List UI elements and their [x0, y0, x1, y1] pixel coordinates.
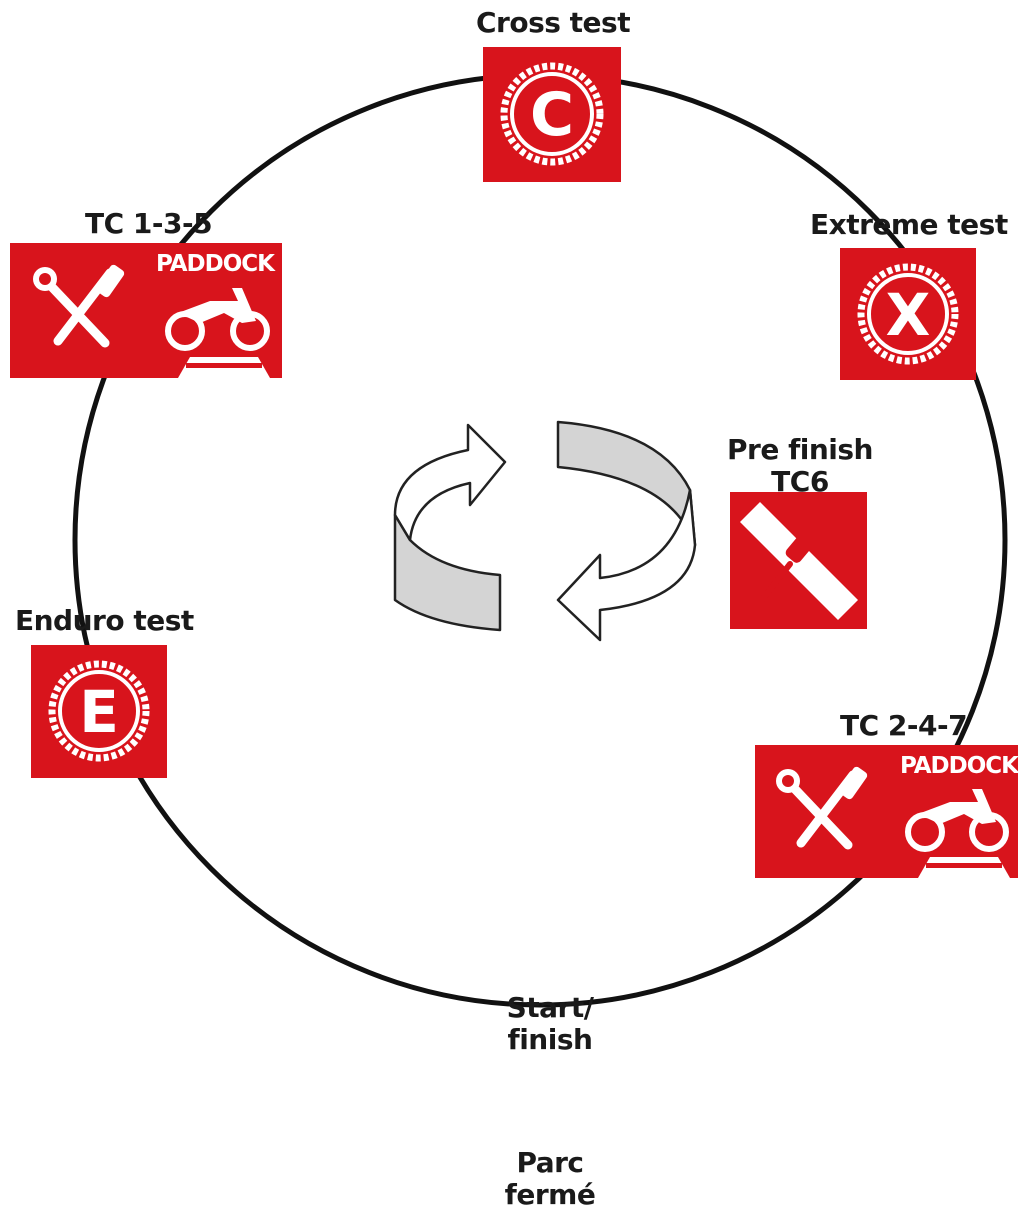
start-finish-label: Start/ finish: [470, 992, 630, 1056]
tc-247-paddock-sign-icon: PADDOCK: [755, 745, 1018, 878]
extreme-test-label: Extreme test: [810, 208, 1008, 241]
extreme-test-sign-icon: X: [840, 248, 976, 380]
screwdriver-icon: [759, 523, 823, 603]
parc-ferme-label-line2: fermé: [504, 1178, 596, 1211]
parc-ferme-label-line1: Parc: [516, 1146, 584, 1179]
enduro-test-label: Enduro test: [15, 604, 194, 637]
cycle-arrows-icon: [393, 420, 697, 642]
tc-135-paddock-sign-icon: PADDOCK: [10, 243, 282, 378]
cross-test-badge-letter: C: [530, 80, 574, 150]
cross-test-sign-icon: C: [483, 47, 621, 182]
enduro-test-badge-letter: E: [79, 678, 119, 746]
pre-finish-label-line1: Pre finish: [727, 433, 873, 466]
tc-135-label: TC 1-3-5: [85, 207, 213, 240]
start-finish-label-line1: Start/: [506, 991, 594, 1024]
extreme-test-badge-letter: X: [886, 281, 931, 349]
tc-247-label: TC 2-4-7: [840, 709, 968, 742]
parc-ferme-label: Parc fermé: [470, 1147, 630, 1211]
pre-finish-label: Pre finish TC6: [720, 434, 880, 498]
start-finish-label-line2: finish: [507, 1023, 593, 1056]
pre-finish-screwdriver-sign-icon: [730, 492, 867, 629]
tc-247-paddock-text: PADDOCK: [900, 753, 1018, 779]
cross-test-label: Cross test: [476, 6, 631, 39]
enduro-test-sign-icon: E: [31, 645, 167, 778]
tc-135-paddock-text: PADDOCK: [156, 251, 275, 277]
